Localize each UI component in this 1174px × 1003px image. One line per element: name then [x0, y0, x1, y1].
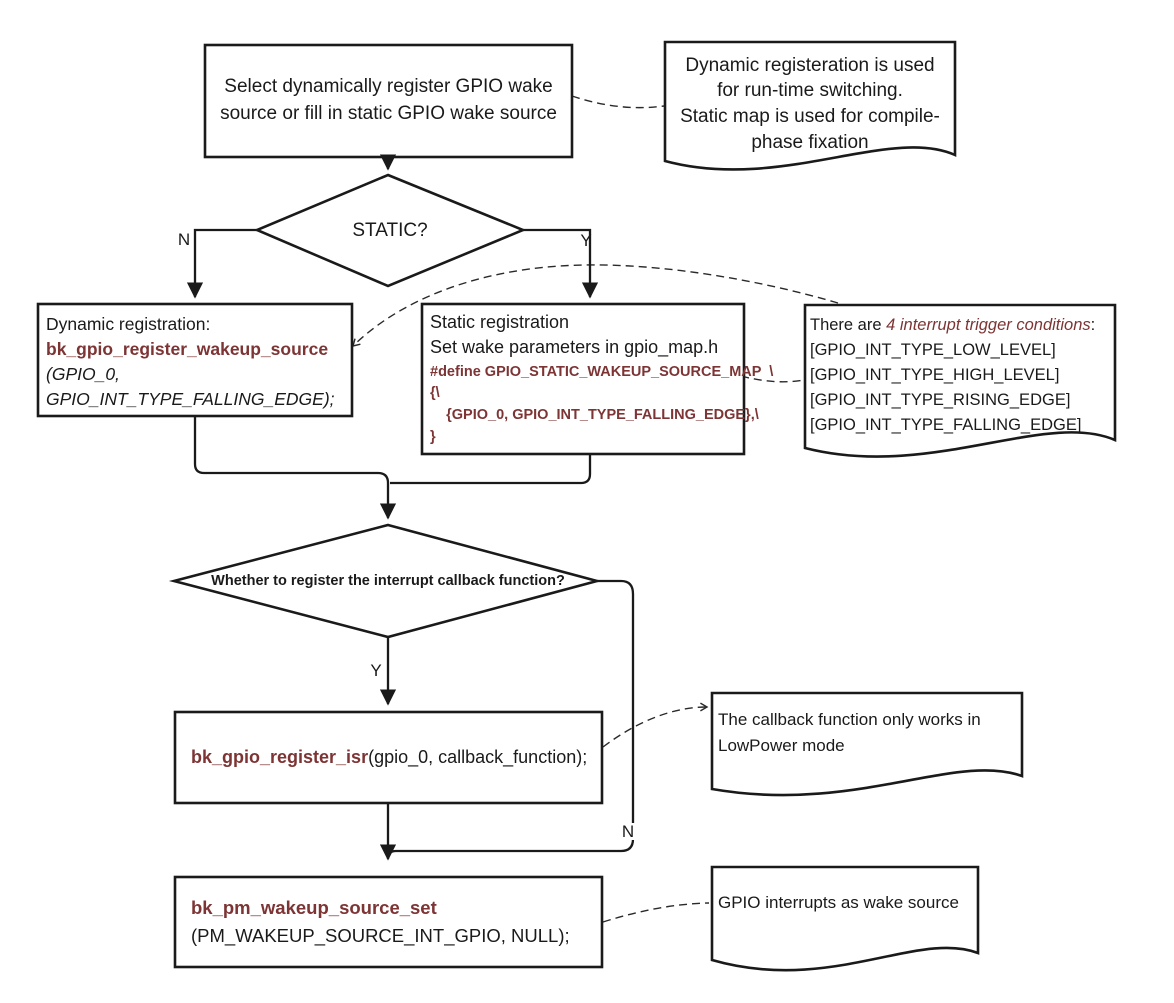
trigger-item-low-level: [GPIO_INT_TYPE_LOW_LEVEL]	[810, 341, 1056, 360]
dashed-link-trigger-note-to-dynamic	[351, 264, 839, 347]
edge-label-no-callback: N	[618, 823, 638, 840]
connector-decision-no-to-dynamic	[186, 228, 257, 299]
pm-box: bk_pm_wakeup_source_set (PM_WAKEUP_SOURC…	[191, 877, 596, 967]
dynamic-box-function: bk_gpio_register_wakeup_source	[46, 338, 329, 359]
static-box-shape	[420, 302, 746, 456]
isr-box-function: bk_gpio_register_isr	[191, 747, 369, 767]
wake-note: GPIO interrupts as wake source	[718, 893, 959, 912]
top-note: Dynamic registeration is used for run-ti…	[665, 46, 955, 162]
dynamic-box-shape	[36, 302, 354, 418]
dynamic-box-title: Dynamic registration:	[46, 314, 211, 334]
callback-note-shape	[710, 691, 1024, 797]
isr-box: bk_gpio_register_isr(gpio_0, callback_fu…	[191, 712, 596, 803]
callback-note: The callback function only works in LowP…	[718, 710, 981, 755]
edge-label-yes-callback: Y	[370, 661, 382, 680]
wake-note-shape	[710, 865, 980, 972]
pm-box-shape	[173, 875, 604, 969]
trigger-note-suffix: :	[1090, 316, 1096, 334]
pm-box-function: bk_pm_wakeup_source_set	[191, 897, 437, 919]
connector-dynamic-to-decision2	[193, 416, 397, 520]
connector-static-merge	[390, 454, 592, 485]
dynamic-box: Dynamic registration: bk_gpio_register_w…	[46, 312, 346, 411]
edge-label-yes-static: Y	[580, 231, 592, 250]
trigger-note-shape	[803, 303, 1117, 458]
dashed-link-start-note	[571, 95, 665, 109]
pm-box-args: (PM_WAKEUP_SOURCE_INT_GPIO, NULL);	[191, 925, 570, 946]
start-box-shape	[203, 43, 574, 159]
isr-box-args: (gpio_0, callback_function);	[368, 747, 588, 767]
start-box: Select dynamically register GPIO wake so…	[205, 45, 572, 157]
connector-decision-yes-to-static	[523, 228, 599, 299]
start-box-label: Select dynamically register GPIO wake so…	[220, 76, 557, 124]
static-box-title: Static registration Set wake parameters …	[430, 312, 719, 357]
trigger-note-heading: There are 4 interrupt trigger conditions…	[810, 313, 1112, 338]
top-note-shape	[663, 40, 957, 171]
static-box: Static registration Set wake parameters …	[430, 310, 774, 449]
callback-decision-label: Whether to register the interrupt callba…	[211, 573, 565, 589]
static-box-code: #define GPIO_STATIC_WAKEUP_SOURCE_MAP \ …	[430, 363, 774, 445]
dashed-link-isr-note	[602, 702, 709, 748]
trigger-item-rising-edge: [GPIO_INT_TYPE_RISING_EDGE]	[810, 391, 1071, 410]
static-decision-label: STATIC?	[352, 220, 428, 241]
trigger-note: There are 4 interrupt trigger conditions…	[810, 313, 1112, 438]
trigger-item-high-level: [GPIO_INT_TYPE_HIGH_LEVEL]	[810, 366, 1060, 385]
dashed-link-pm-note	[602, 902, 710, 923]
dynamic-box-arg1: (GPIO_0,	[46, 363, 120, 384]
isr-box-label: bk_gpio_register_isr(gpio_0, callback_fu…	[191, 747, 596, 768]
dynamic-box-arg2: GPIO_INT_TYPE_FALLING_EDGE);	[46, 388, 335, 409]
top-note-label: Dynamic registeration is used for run-ti…	[680, 54, 940, 153]
trigger-item-falling-edge: [GPIO_INT_TYPE_FALLING_EDGE]	[810, 416, 1082, 435]
static-decision-shape	[253, 173, 527, 288]
dashed-link-static-trigger-note	[740, 375, 805, 383]
edge-label-no-static: N	[177, 230, 191, 249]
trigger-note-prefix: There are	[810, 316, 887, 334]
trigger-note-highlight: 4 interrupt trigger conditions	[886, 316, 1091, 334]
